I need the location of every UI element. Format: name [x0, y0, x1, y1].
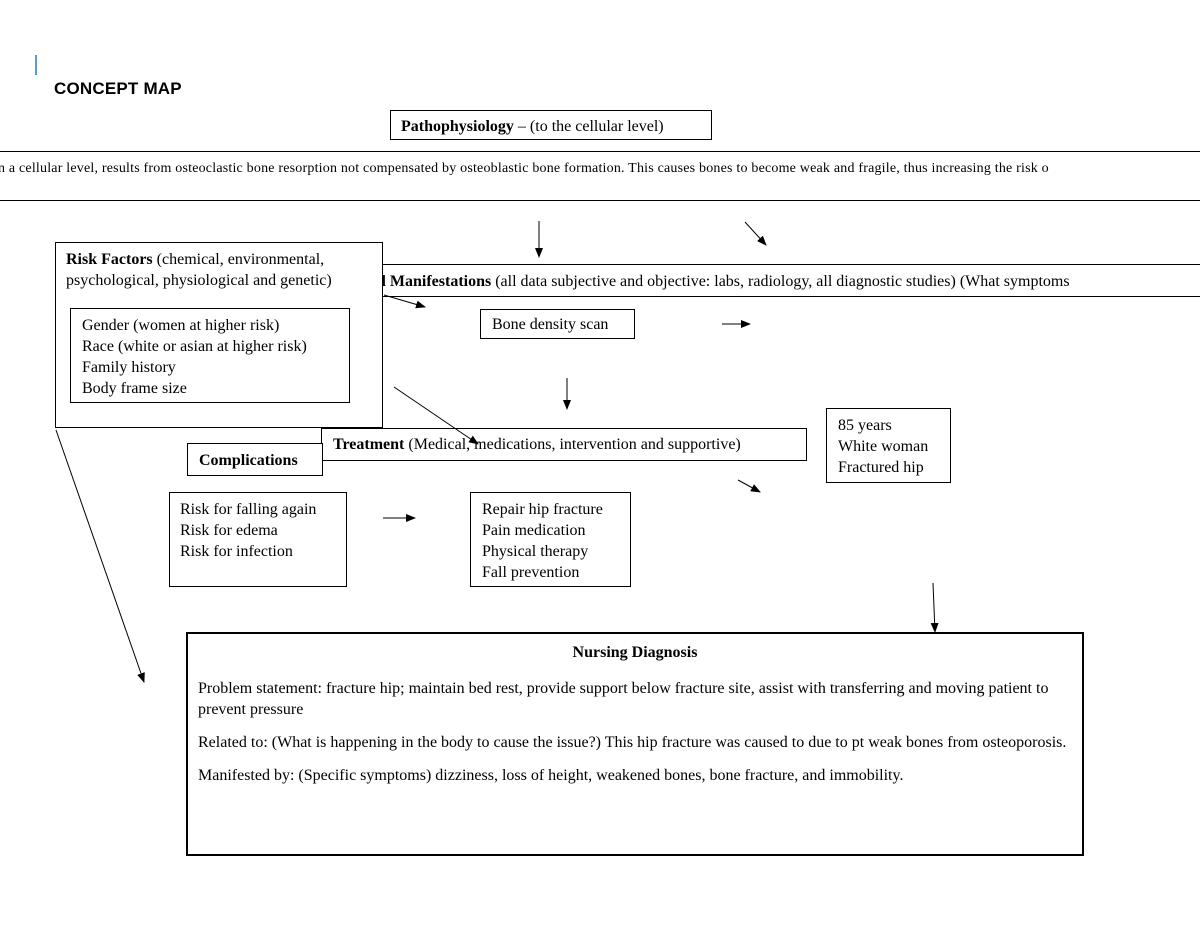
list-item: Risk for infection: [180, 543, 293, 560]
list-item: Body frame size: [82, 380, 187, 397]
list-item: Risk for edema: [180, 522, 278, 539]
list-item: Race (white or asian at higher risk): [82, 338, 307, 355]
pathophysiology-label: Pathophysiology: [401, 118, 514, 135]
arrow-risk-to-diagnosis: [55, 429, 145, 683]
list-item: Fractured hip: [838, 459, 924, 476]
treatment-list: Repair hip fracture Pain medication Phys…: [470, 492, 631, 587]
arrow-risk-to-clinical: [383, 294, 426, 309]
patient-info-box: 85 years White woman Fractured hip: [826, 408, 951, 483]
nursing-diagnosis-manifested: Manifested by: (Specific symptoms) dizzi…: [198, 767, 904, 784]
treatment-box: Treatment (Medical, medications, interve…: [321, 428, 807, 461]
nursing-diagnosis-title: Nursing Diagnosis: [572, 644, 698, 661]
risk-factors-line2: psychological, physiological and genetic…: [66, 272, 332, 289]
bone-density-scan-box: Bone density scan: [480, 309, 635, 339]
treatment-suffix: (Medical, medications, intervention and …: [404, 436, 741, 453]
risk-factors-list: Gender (women at higher risk) Race (whit…: [70, 308, 350, 403]
pathophysiology-suffix: – (to the cellular level): [513, 118, 664, 135]
complications-label: Complications: [199, 452, 298, 469]
clinical-manifestations-suffix: (all data subjective and objective: labs…: [491, 273, 1070, 290]
arrow-treatment-diagonal: [737, 479, 761, 493]
nursing-diagnosis-related: Related to: (What is happening in the bo…: [198, 734, 1067, 751]
list-item: Pain medication: [482, 522, 586, 539]
complications-list: Risk for falling again Risk for edema Ri…: [169, 492, 347, 587]
list-item: Fall prevention: [482, 564, 580, 581]
treatment-label: Treatment: [333, 436, 405, 453]
list-item: Physical therapy: [482, 543, 589, 560]
arrow-risk-to-treatment: [393, 386, 479, 445]
risk-factors-label: Risk Factors: [66, 251, 153, 268]
complications-box: Complications: [187, 443, 323, 476]
clinical-manifestations-box: nical Manifestations (all data subjectiv…: [352, 264, 1200, 297]
list-item: Gender (women at higher risk): [82, 317, 280, 334]
list-item: 85 years: [838, 417, 892, 434]
arrow-patho-diagonal: [744, 221, 767, 246]
risk-factors-suffix: (chemical, environmental,: [152, 251, 325, 268]
text-cursor-marker: [35, 55, 37, 75]
nursing-diagnosis-box: Nursing Diagnosis Problem statement: fra…: [186, 632, 1084, 856]
list-item: Risk for falling again: [180, 501, 317, 518]
bone-density-scan-label: Bone density scan: [492, 316, 609, 333]
pathophysiology-label-box: Pathophysiology – (to the cellular level…: [390, 110, 712, 140]
pathophysiology-text: n a cellular level, results from osteocl…: [0, 161, 1049, 176]
list-item: White woman: [838, 438, 929, 455]
list-item: Family history: [82, 359, 176, 376]
list-item: Repair hip fracture: [482, 501, 603, 518]
nursing-diagnosis-problem: Problem statement: fracture hip; maintai…: [198, 680, 1049, 718]
page-title: CONCEPT MAP: [54, 79, 182, 98]
pathophysiology-banner: n a cellular level, results from osteocl…: [0, 151, 1200, 201]
clinical-manifestations-label: nical Manifestations: [353, 273, 492, 290]
arrow-patient-to-diagnosis: [930, 582, 939, 633]
